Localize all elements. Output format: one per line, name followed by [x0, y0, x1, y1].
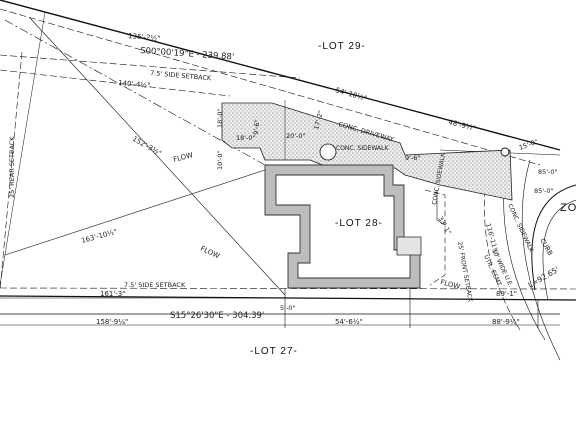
- dim-10: 10'-0": [216, 150, 224, 170]
- dim-140: 140'-4½": [118, 79, 151, 90]
- side-setback-top: 7.5' SIDE SETBACK: [150, 69, 212, 82]
- dim-54-top: 54'-10½": [334, 86, 367, 103]
- dim-33: 33'-1": [436, 215, 453, 236]
- dim-85b: 85'-0": [534, 187, 554, 195]
- walk-circle: [319, 143, 337, 161]
- house-footprint: [264, 164, 421, 289]
- flow-label-1: FLOW: [172, 151, 194, 164]
- dim-89: 89'-1": [496, 290, 517, 298]
- dim-9b: 9'-6": [405, 154, 420, 162]
- dim-158: 158'-9¼": [96, 318, 128, 326]
- north-bearing: S00°00'19"E - 239.88': [140, 46, 235, 63]
- lot-28-label: -LOT 28-: [335, 218, 383, 229]
- dim-88: 88'-9¼": [492, 318, 520, 326]
- lot-29-label: -LOT 29-: [318, 41, 366, 52]
- flow-label-3: FLOW: [439, 278, 461, 291]
- right-sidewalk: [424, 189, 446, 286]
- curb-label: CURB: [538, 237, 554, 257]
- dim-48: 48'-9½": [448, 118, 477, 132]
- dim-18b: 18'-0": [216, 108, 224, 128]
- dim-136: 136'-2½": [128, 32, 161, 43]
- dim-5-left: 5'-0": [280, 304, 295, 312]
- dim-18a: 18'-0": [236, 134, 256, 142]
- dim-54-bot: 54'-6½": [335, 318, 363, 326]
- lot-27-label: -LOT 27-: [250, 346, 298, 357]
- lot-zo-label: ZO: [560, 202, 576, 214]
- dim-161: 161'-3": [100, 290, 125, 298]
- front-setback: 25' FRONT SETBACK: [456, 241, 474, 303]
- south-bearing: S15°26'30"E - 304.39': [170, 311, 264, 321]
- side-setback-bottom: 7.5' SIDE SETBACK: [124, 281, 186, 289]
- walk-label: CONC. SIDEWALK: [336, 145, 389, 152]
- right-sidewalk-label: CONC. SIDEWALK: [506, 203, 535, 254]
- dim-85a: 85'-0": [538, 168, 558, 176]
- dim-9a: 9'-6": [252, 119, 261, 135]
- porch: [396, 236, 422, 256]
- dim-152: 152'-3½": [131, 135, 163, 158]
- dimension-ticks: [284, 100, 539, 328]
- rear-setback: 25' REAR SETBACK: [8, 136, 16, 198]
- driveway: [221, 102, 513, 201]
- dim-163: 163'-10½": [80, 228, 118, 245]
- boundary-lines: [0, 0, 576, 326]
- flow-label-2: FLOW: [199, 245, 221, 261]
- dim-20: 20'-0": [286, 132, 306, 140]
